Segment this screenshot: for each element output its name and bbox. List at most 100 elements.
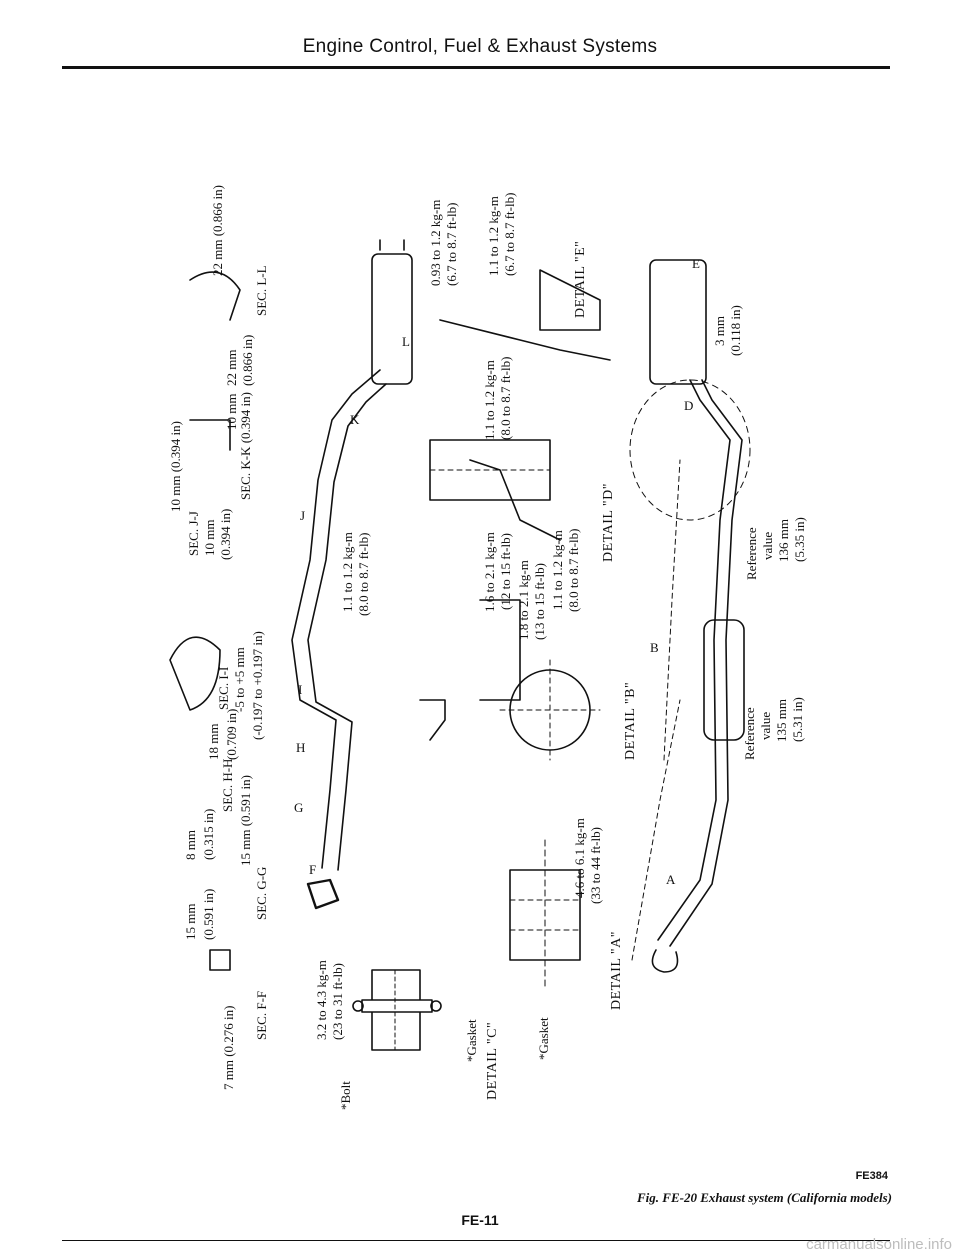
label-ref2-b: value	[760, 532, 775, 560]
detail-d-circle	[629, 379, 751, 521]
label-torque-a2: (33 to 44 ft-lb)	[588, 827, 603, 904]
label-sec-ll: SEC. L-L	[254, 265, 269, 316]
label-ref1-c: 135 mm	[774, 699, 789, 742]
hanger-bracket-2	[469, 459, 561, 541]
section-letters: A B D E F G H I J K L	[294, 256, 700, 887]
label-dim-8mm: 8 mm	[183, 830, 198, 860]
label-gasket-b: *Gasket	[536, 1017, 551, 1060]
label-dim-0315: (0.315 in)	[201, 809, 216, 860]
label-dim-10mm-a: 10 mm	[202, 520, 217, 556]
label-ref1-a: Reference	[742, 707, 757, 760]
rear-muffler	[649, 259, 707, 385]
label-dim-7mm: 7 mm (0.276 in)	[221, 1006, 236, 1091]
rotated-labels: 7 mm (0.276 in) 15 mm (0.591 in) SEC. F-…	[168, 185, 807, 1110]
label-dim-0709: (0.709 in)	[224, 709, 239, 760]
label-detail-c: DETAIL "C"	[485, 1022, 500, 1100]
label-dim-18mm: 18 mm	[206, 724, 221, 760]
label-dim-10mm-b: 10 mm	[224, 394, 239, 430]
label-sec-ff: SEC. F-F	[254, 991, 269, 1040]
label-torque-d2: (8.0 to 8.7 ft-lb)	[498, 357, 513, 440]
label-torque-a1: 4.6 to 6.1 kg-m	[572, 818, 587, 898]
label-ref2-a: Reference	[744, 527, 759, 580]
label-dim-0591-a: (0.591 in)	[201, 889, 216, 940]
page-header-title: Engine Control, Fuel & Exhaust Systems	[302, 36, 658, 57]
label-torque-c1: 3.2 to 4.3 kg-m	[314, 960, 329, 1040]
label-ref2-d: (5.35 in)	[792, 517, 807, 562]
letter-j: J	[300, 508, 305, 523]
label-detail-d: DETAIL "D"	[601, 483, 616, 562]
label-torque-e4: (6.7 to 8.7 ft-lb)	[502, 193, 517, 276]
label-dim-22mm-a: 22 mm	[224, 350, 239, 386]
manifold-flange	[306, 878, 340, 910]
label-torque-e2: (6.7 to 8.7 ft-lb)	[444, 203, 459, 286]
letter-h: H	[296, 740, 305, 755]
rear-tube-edge	[669, 379, 743, 947]
figure-caption: Fig. FE-20 Exhaust system (California mo…	[637, 1190, 892, 1205]
tail-pipe	[651, 949, 679, 973]
label-torque-d1: 1.1 to 1.2 kg-m	[482, 360, 497, 440]
front-muffler	[371, 253, 413, 385]
letter-a: A	[666, 872, 676, 887]
front-tube	[291, 369, 381, 869]
label-torque-j2: (8.0 to 8.7 ft-lb)	[356, 533, 371, 616]
figure-code: FE384	[855, 1170, 888, 1182]
page-number: FE-11	[461, 1212, 499, 1228]
letter-b: B	[650, 640, 659, 655]
label-dim-tol: -5 to +5 mm	[232, 647, 247, 712]
center-muffler	[703, 619, 745, 741]
label-sec-ii: SEC. I-I	[216, 667, 231, 710]
label-torque-b3: 1.8 to 2.1 kg-m	[516, 560, 531, 640]
letter-e: E	[692, 256, 700, 271]
label-torque-b1: 1.6 to 2.1 kg-m	[482, 532, 497, 612]
header-rule	[62, 66, 890, 69]
letter-l: L	[402, 334, 410, 349]
label-torque-b5: 1.1 to 1.2 kg-m	[550, 530, 565, 610]
front-tube-edge	[307, 383, 387, 871]
label-detail-e: DETAIL "E"	[573, 241, 588, 318]
label-detail-a: DETAIL "A"	[609, 931, 624, 1010]
label-bolt: *Bolt	[338, 1081, 353, 1110]
section-ii-bracket	[169, 636, 221, 711]
label-sec-kk: SEC. K-K (0.394 in)	[238, 392, 253, 500]
watermark: carmanualsonline.info	[806, 1236, 952, 1253]
detail-c-flange	[361, 999, 433, 1013]
detail-e-hanger	[539, 269, 601, 331]
label-torque-e3: 1.1 to 1.2 kg-m	[486, 196, 501, 276]
label-torque-e1: 0.93 to 1.2 kg-m	[428, 200, 443, 286]
letter-i: I	[298, 682, 302, 697]
label-sec-gg: SEC. G-G	[254, 867, 269, 920]
hanger-bracket-3	[439, 319, 611, 361]
label-gasket-a: *Gasket	[464, 1019, 479, 1062]
label-ref2-c: 136 mm	[776, 519, 791, 562]
label-torque-c2: (23 to 31 ft-lb)	[330, 963, 345, 1040]
label-torque-b6: (8.0 to 8.7 ft-lb)	[566, 529, 581, 612]
hanger-bracket-1	[419, 699, 446, 741]
section-kk-bracket	[189, 419, 231, 451]
letter-f: F	[309, 862, 316, 877]
label-ref1-b: value	[758, 712, 773, 740]
letter-d: D	[684, 398, 693, 413]
rear-tube	[657, 379, 731, 941]
label-detail-b: DETAIL "B"	[623, 682, 638, 760]
label-dim-tol-in: (-0.197 to +0.197 in)	[250, 631, 265, 740]
label-dim-0394-a: (0.394 in)	[218, 509, 233, 560]
label-torque-b2: (12 to 15 ft-lb)	[498, 533, 513, 610]
footer-rule	[62, 1240, 890, 1241]
label-dim-10mm-top: 10 mm (0.394 in)	[168, 421, 183, 512]
letter-g: G	[294, 800, 303, 815]
section-ll-bracket	[189, 271, 241, 321]
label-dim-3mm: 3 mm	[712, 316, 727, 346]
label-dim-22mm-b: 22 mm (0.866 in)	[210, 185, 225, 276]
label-torque-j1: 1.1 to 1.2 kg-m	[340, 532, 355, 612]
detail-c-bolt	[352, 1000, 364, 1012]
label-dim-0118: (0.118 in)	[728, 305, 743, 356]
section-ff-clamp	[209, 949, 231, 971]
label-dim-0866-a: (0.866 in)	[240, 335, 255, 386]
label-sec-jj: SEC. J-J	[186, 511, 201, 556]
letter-k: K	[350, 412, 360, 427]
label-dim-15mm-b: 15 mm (0.591 in)	[238, 775, 253, 866]
label-ref1-d: (5.31 in)	[790, 697, 805, 742]
label-dim-15mm-a: 15 mm	[183, 904, 198, 940]
label-sec-hh: SEC. H-H	[220, 759, 235, 812]
